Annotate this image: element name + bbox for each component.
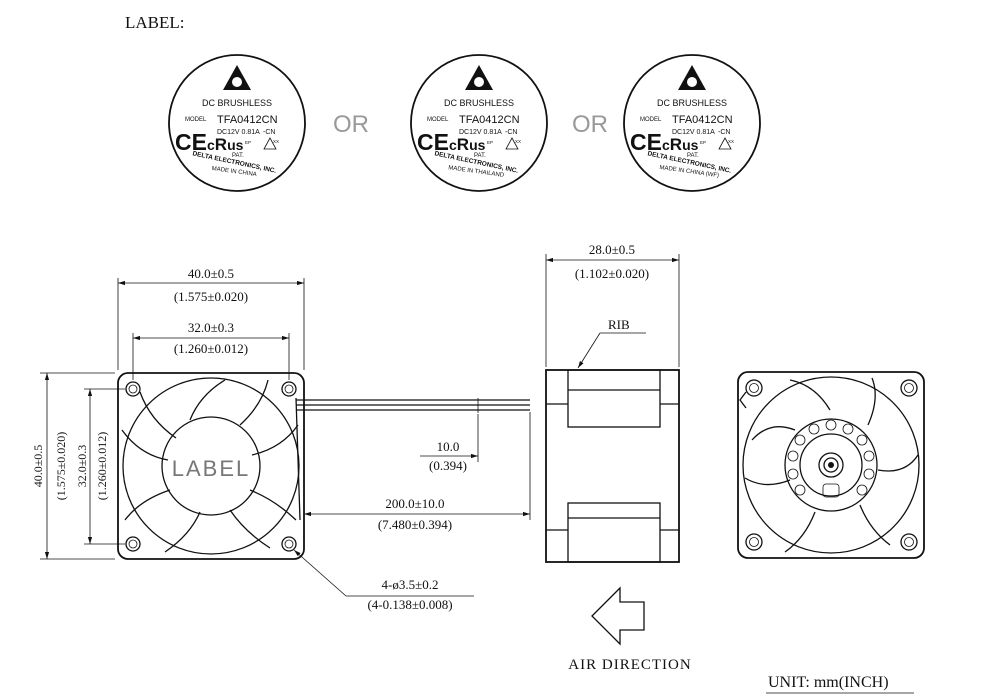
label-line1: DC BRUSHLESS: [444, 98, 514, 108]
air-direction-arrow-icon: [591, 586, 645, 646]
dim-hole-in: (1.260±0.012): [174, 341, 248, 356]
label-xx: XX: [515, 139, 521, 144]
dim-lead-mm: 200.0±10.0: [385, 496, 444, 511]
label-model-caption: MODEL: [640, 117, 662, 123]
ul-mark-icon: cRus: [207, 135, 244, 154]
ce-mark-icon: CE: [417, 129, 449, 155]
ul-mark-icon: cRus: [449, 135, 486, 154]
mounting-hole-icon: [900, 533, 918, 551]
label-rating: DC12V 0.81A: [459, 129, 502, 136]
label-suffix: -CN: [718, 129, 730, 136]
hub-vent-holes: [787, 419, 875, 496]
or-separator-1: OR: [333, 111, 369, 138]
dim-height-in: (1.575±0.020): [54, 432, 68, 501]
or-separator-2: OR: [572, 111, 608, 138]
label-pat: PAT.: [232, 153, 244, 159]
mounting-hole-icon: [125, 381, 141, 397]
lead-wires: [295, 397, 530, 521]
ce-mark-icon: CE: [175, 129, 207, 155]
dim-vhole-mm: 32.0±0.3: [75, 445, 89, 488]
label-model-caption: MODEL: [185, 117, 207, 123]
warning-triangle-icon: [718, 137, 732, 150]
label-ep: EP: [700, 140, 706, 145]
dim-depth-in: (1.102±0.020): [575, 266, 649, 281]
dim-strip-in: (0.394): [429, 458, 467, 473]
dim-width-in: (1.575±0.020): [174, 289, 248, 304]
mounting-hole-icon: [125, 536, 141, 552]
dim-holes-in: (4-0.138±0.008): [367, 597, 452, 612]
ul-mark-icon: cRus: [662, 135, 699, 154]
dim-holes-mm: 4-ø3.5±0.2: [382, 577, 439, 592]
label-ep: EP: [487, 140, 493, 145]
label-ep: EP: [245, 140, 251, 145]
dim-lead-in: (7.480±0.394): [378, 517, 452, 532]
mounting-hole-icon: [281, 381, 297, 397]
label-rating: DC12V 0.81A: [217, 129, 260, 136]
label-suffix: -CN: [505, 129, 517, 136]
product-label-1: DC BRUSHLESS MODEL TFA0412CN CE cRus DC1…: [168, 54, 306, 192]
rear-view: [737, 371, 925, 559]
label-model: TFA0412CN: [217, 114, 278, 126]
label-rating: DC12V 0.81A: [672, 129, 715, 136]
label-suffix: -CN: [263, 129, 275, 136]
mounting-hole-icon: [745, 533, 763, 551]
product-label-2: DC BRUSHLESS MODEL TFA0412CN CE cRus DC1…: [410, 54, 548, 192]
hub-label: LABEL: [172, 456, 251, 481]
rear-blades: [744, 377, 919, 553]
label-model: TFA0412CN: [459, 114, 520, 126]
warning-triangle-icon: [505, 137, 519, 150]
label-xx: XX: [273, 139, 279, 144]
front-view: LABEL 40.0±0.5 (1.575±0.020) 32.0±0.3 (1…: [31, 266, 531, 612]
label-pat: PAT.: [687, 153, 699, 159]
ce-mark-icon: CE: [630, 129, 662, 155]
label-xx: XX: [728, 139, 734, 144]
rib-label: RIB: [608, 317, 630, 332]
label-model: TFA0412CN: [672, 114, 733, 126]
dim-vhole-in: (1.260±0.012): [95, 432, 109, 501]
dim-strip-mm: 10.0: [437, 439, 460, 454]
dim-width-mm: 40.0±0.5: [188, 266, 234, 281]
air-direction-label: AIR DIRECTION: [568, 657, 691, 673]
side-view: 28.0±0.5 (1.102±0.020) RIB AIR DIRECTION: [545, 242, 691, 673]
mounting-hole-icon: [900, 379, 918, 397]
dim-hole-mm: 32.0±0.3: [188, 320, 234, 335]
product-label-3: DC BRUSHLESS MODEL TFA0412CN CE cRus DC1…: [623, 54, 761, 192]
fan-blades: [121, 379, 299, 553]
unit-note: UNIT: mm(INCH): [768, 674, 889, 691]
label-section-title: LABEL:: [125, 13, 185, 32]
mounting-hole-icon: [745, 379, 763, 397]
warning-triangle-icon: [263, 137, 277, 150]
dim-depth-mm: 28.0±0.5: [589, 242, 635, 257]
dim-height-mm: 40.0±0.5: [31, 445, 45, 488]
mounting-hole-icon: [281, 536, 297, 552]
label-pat: PAT.: [474, 153, 486, 159]
label-model-caption: MODEL: [427, 117, 449, 123]
label-line1: DC BRUSHLESS: [202, 98, 272, 108]
label-line1: DC BRUSHLESS: [657, 98, 727, 108]
